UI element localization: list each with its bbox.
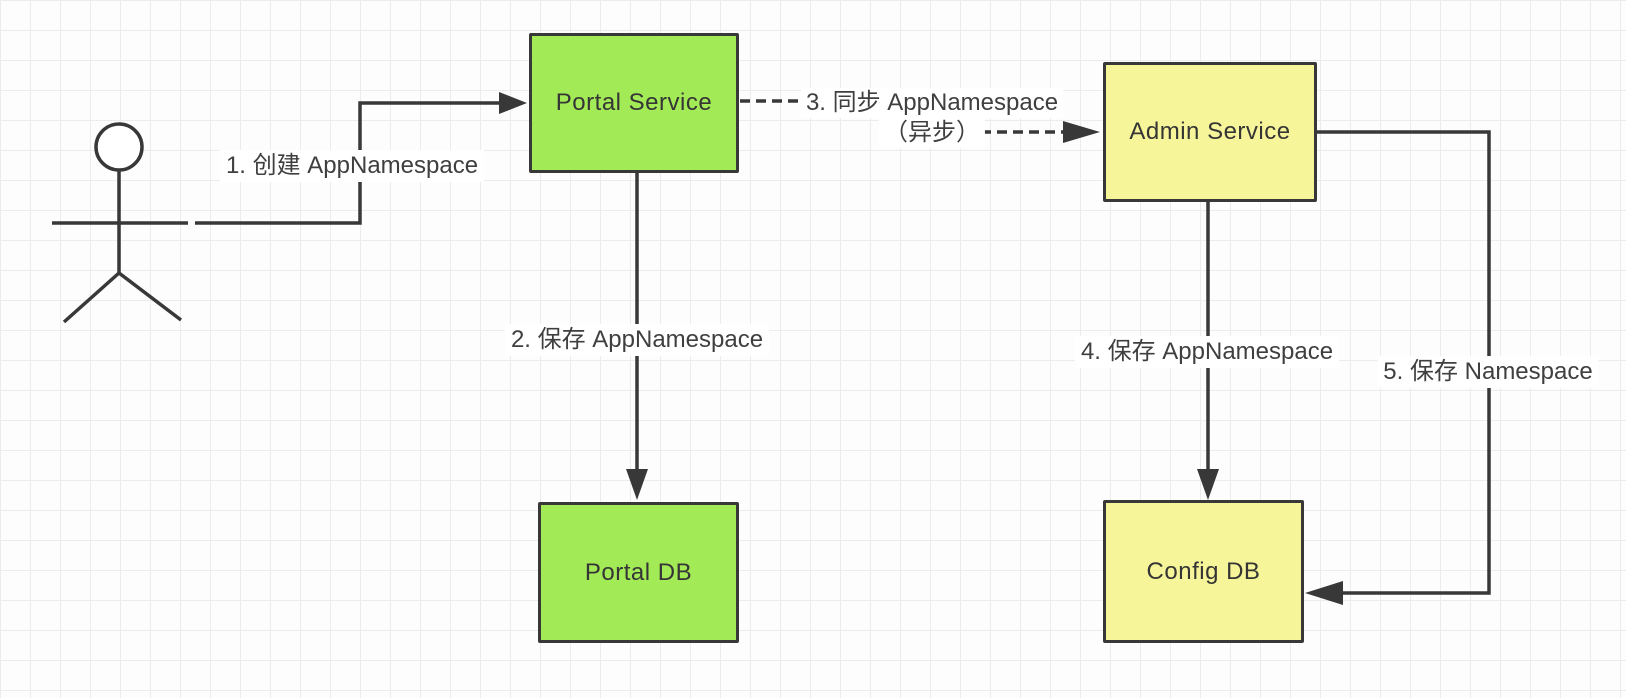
edge-label-step3-line1: 3. 同步 AppNamespace — [800, 88, 1064, 118]
node-admin-service-label: Admin Service — [1129, 118, 1291, 145]
edge-label-step1: 1. 创建 AppNamespace — [219, 150, 485, 182]
node-portal-db-label: Portal DB — [584, 558, 693, 586]
edge-label-step5: 5. 保存 Namespace — [1377, 356, 1599, 388]
node-config-db: Config DB — [1103, 500, 1304, 643]
edge-label-step4: 4. 保存 AppNamespace — [1074, 336, 1340, 368]
edge-label-step2: 2. 保存 AppNamespace — [504, 324, 770, 356]
node-config-db-label: Config DB — [1146, 557, 1261, 585]
node-portal-service-label: Portal Service — [555, 89, 713, 116]
node-portal-db: Portal DB — [538, 502, 739, 643]
edge-step2-arrow — [626, 173, 648, 500]
actor-stick-figure-icon — [52, 122, 188, 324]
edge-label-step3: 3. 同步 AppNamespace （异步） — [800, 88, 1064, 148]
node-admin-service: Admin Service — [1103, 62, 1317, 202]
edge-label-step3-line2: （异步） — [879, 118, 985, 148]
node-portal-service: Portal Service — [529, 33, 739, 173]
